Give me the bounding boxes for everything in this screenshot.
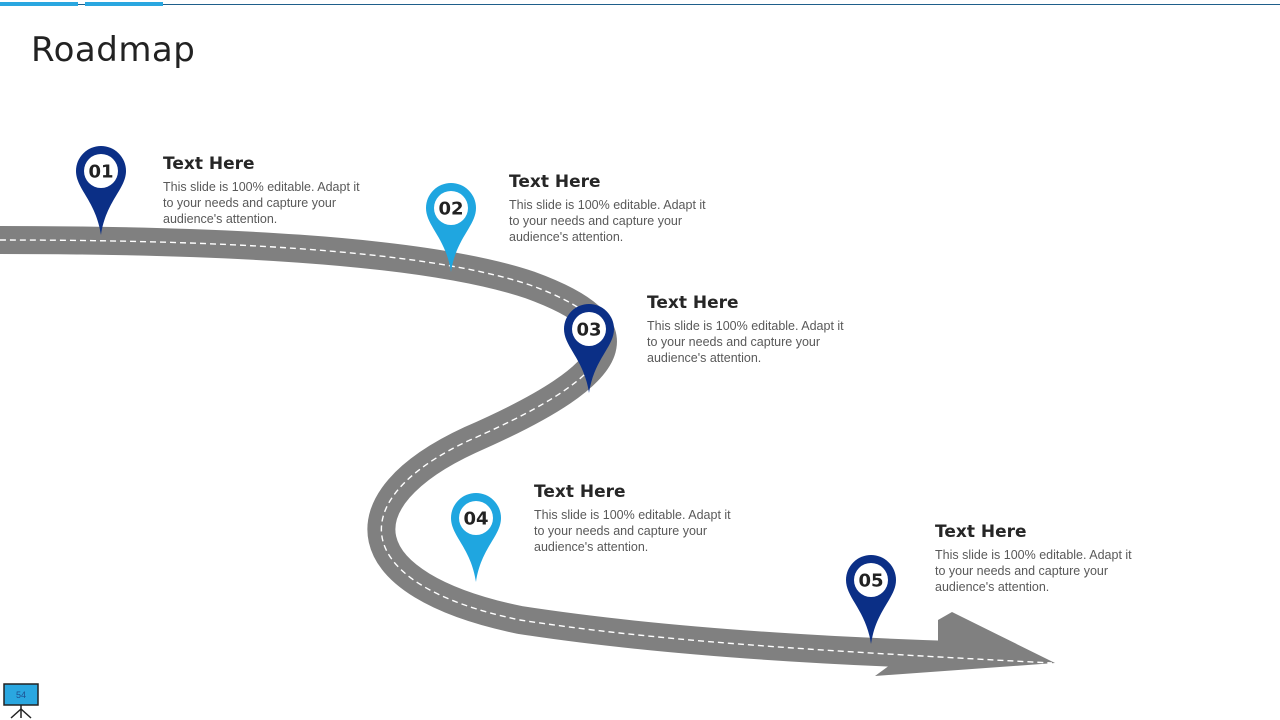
step-heading: Text Here xyxy=(534,482,626,502)
roadmap-step-5: Text Here This slide is 100% editable. A… xyxy=(935,522,1145,595)
roadmap-step-1: Text Here This slide is 100% editable. A… xyxy=(163,154,373,227)
map-pin-icon: 03 xyxy=(564,304,614,393)
step-heading: Text Here xyxy=(509,172,601,192)
road-arrow-head xyxy=(875,612,1055,676)
slide-title: Roadmap xyxy=(31,30,196,70)
header-accent-tab xyxy=(85,2,163,6)
map-pin-icon: 05 xyxy=(846,555,896,644)
step-description: This slide is 100% editable. Adapt it to… xyxy=(163,180,360,226)
roadmap-step-2: Text Here This slide is 100% editable. A… xyxy=(509,172,719,245)
step-heading: Text Here xyxy=(935,522,1027,542)
step-description: This slide is 100% editable. Adapt it to… xyxy=(509,198,706,244)
step-number-label: 05 xyxy=(858,571,883,592)
header-divider-line xyxy=(0,4,1280,5)
map-pin-center xyxy=(854,563,888,597)
step-number-label: 01 xyxy=(88,162,113,183)
road-center-dashes xyxy=(0,239,1053,664)
header-accent-tab xyxy=(0,2,78,6)
step-number-label: 02 xyxy=(438,199,463,220)
roadmap-step-3: Text Here This slide is 100% editable. A… xyxy=(647,293,857,366)
map-pin-icon: 01 xyxy=(76,146,126,235)
step-number-label: 04 xyxy=(463,509,488,530)
step-heading: Text Here xyxy=(163,154,255,174)
map-pin-center xyxy=(459,501,493,535)
step-description: This slide is 100% editable. Adapt it to… xyxy=(534,508,731,554)
slide-number: 54 xyxy=(15,690,26,700)
step-description: This slide is 100% editable. Adapt it to… xyxy=(935,548,1132,594)
step-number-label: 03 xyxy=(576,320,601,341)
step-heading: Text Here xyxy=(647,293,739,313)
map-pin-center xyxy=(434,191,468,225)
map-pin-center xyxy=(572,312,606,346)
roadmap-step-4: Text Here This slide is 100% editable. A… xyxy=(534,482,744,555)
step-description: This slide is 100% editable. Adapt it to… xyxy=(647,319,844,365)
presentation-board-icon xyxy=(3,683,39,719)
map-pin-icon: 04 xyxy=(451,493,501,582)
map-pin-center xyxy=(84,154,118,188)
map-pin-icon: 02 xyxy=(426,183,476,272)
